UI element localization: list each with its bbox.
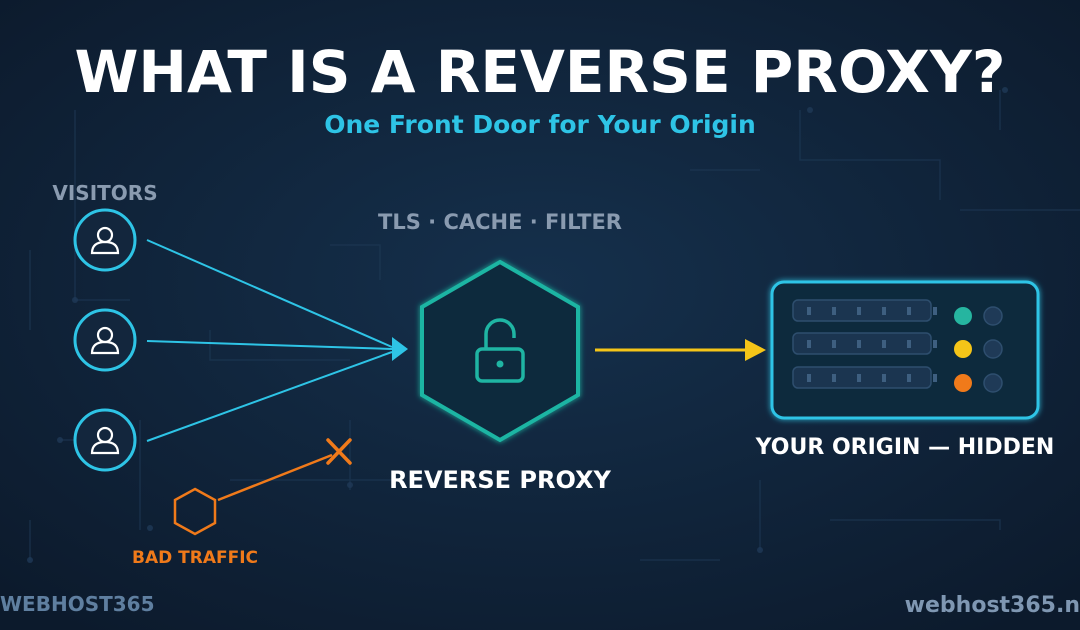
server-rack-2 [792, 332, 1003, 359]
bad-traffic-hexagon-icon [173, 487, 217, 536]
server-rack-1 [792, 299, 1003, 326]
visitor-1 [73, 208, 137, 272]
visitor-3 [73, 408, 137, 472]
visitor-2 [73, 308, 137, 372]
proxy-features-label: TLS · CACHE · FILTER [378, 210, 622, 234]
proxy-label: REVERSE PROXY [389, 466, 611, 494]
status-light-1 [954, 307, 972, 325]
origin-arrowhead [745, 339, 766, 361]
status-light-2 [954, 340, 972, 358]
page-subtitle: One Front Door for Your Origin [324, 110, 756, 139]
bad-traffic-label: BAD TRAFFIC [132, 548, 258, 568]
user-icon [90, 326, 120, 355]
server-rack-3 [792, 366, 1003, 393]
lock-icon [475, 318, 525, 383]
visitor-circle [73, 208, 137, 272]
visitor-2-connection [146, 340, 393, 350]
page-title: WHAT IS A REVERSE PROXY? [74, 38, 1005, 106]
origin-label: YOUR ORIGIN — HIDDEN [755, 435, 1055, 460]
visitor-3-connection [146, 351, 393, 442]
user-icon [90, 426, 120, 455]
brand-left: WEBHOST365 [0, 592, 155, 616]
visitors-label: VISITORS [52, 181, 157, 205]
visitor-circle [73, 308, 137, 372]
visitor-1-connection [146, 239, 393, 348]
proxy-inbound-arrowhead [392, 337, 408, 361]
proxy-hexagon [420, 259, 580, 443]
bad-traffic-connection [217, 453, 333, 502]
brand-right: webhost365.n [905, 593, 1080, 618]
status-light-3 [954, 374, 972, 392]
circuit-lines [29, 90, 1080, 561]
visitor-connections [146, 239, 393, 442]
blocked-x-icon [326, 438, 352, 465]
user-icon [90, 226, 120, 255]
visitor-circle [73, 408, 137, 472]
circuit-dots [27, 87, 1008, 563]
